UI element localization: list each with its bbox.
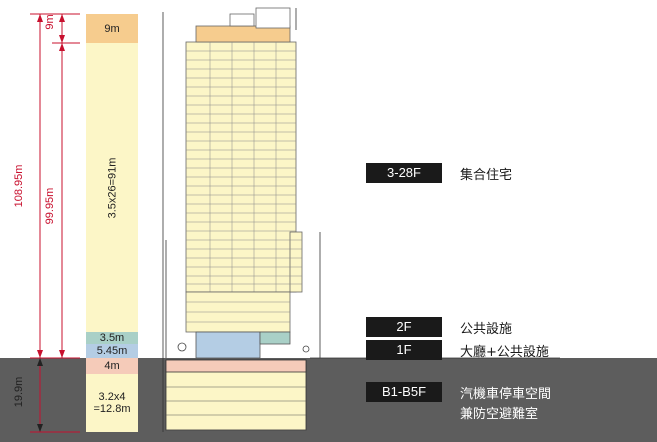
floor-desc-1f: 大廳+公共設施 bbox=[460, 345, 549, 360]
total-height-label: 108.95m bbox=[13, 164, 25, 208]
basement bbox=[165, 359, 307, 431]
bar-residential-label: 3.5x26=91m bbox=[106, 157, 119, 218]
bar-basement: 3.2x4 =12.8m bbox=[86, 374, 138, 432]
below-ground-depth-label: 19.9m bbox=[13, 376, 25, 408]
floor-tag-2f: 2F bbox=[366, 317, 442, 337]
bar-basement-line2: =12.8m bbox=[93, 403, 131, 415]
floor-desc-basement-line1: 汽機車停車空間 bbox=[460, 387, 552, 402]
bar-basement-line1: 3.2x4 bbox=[98, 391, 126, 403]
bar-residential: 3.5x26=91m bbox=[86, 43, 138, 332]
floor-tag-basement: B1-B5F bbox=[366, 382, 442, 402]
dimension-lines bbox=[30, 13, 80, 433]
floor-desc-2f: 公共設施 bbox=[460, 322, 513, 337]
roof-height-label: 9m bbox=[44, 14, 56, 30]
floor-tag-1f: 1F bbox=[366, 340, 442, 360]
bar-b1: 4m bbox=[86, 358, 138, 374]
floor-desc-basement-line2: 兼防空避難室 bbox=[460, 407, 539, 422]
bar-floor-1: 5.45m bbox=[86, 344, 138, 358]
bar-roof: 9m bbox=[86, 14, 138, 43]
above-ground-height-label: 99.95m bbox=[44, 187, 56, 225]
floor-tag-residential: 3-28F bbox=[366, 163, 442, 183]
floor-desc-residential: 集合住宅 bbox=[460, 168, 513, 183]
podium bbox=[177, 291, 310, 359]
basement-dimension-arrows bbox=[37, 358, 43, 432]
tower-body bbox=[185, 7, 303, 293]
bar-floor-2: 3.5m bbox=[86, 332, 138, 344]
floor-lines bbox=[186, 42, 302, 292]
dimension-arrows bbox=[37, 14, 65, 358]
